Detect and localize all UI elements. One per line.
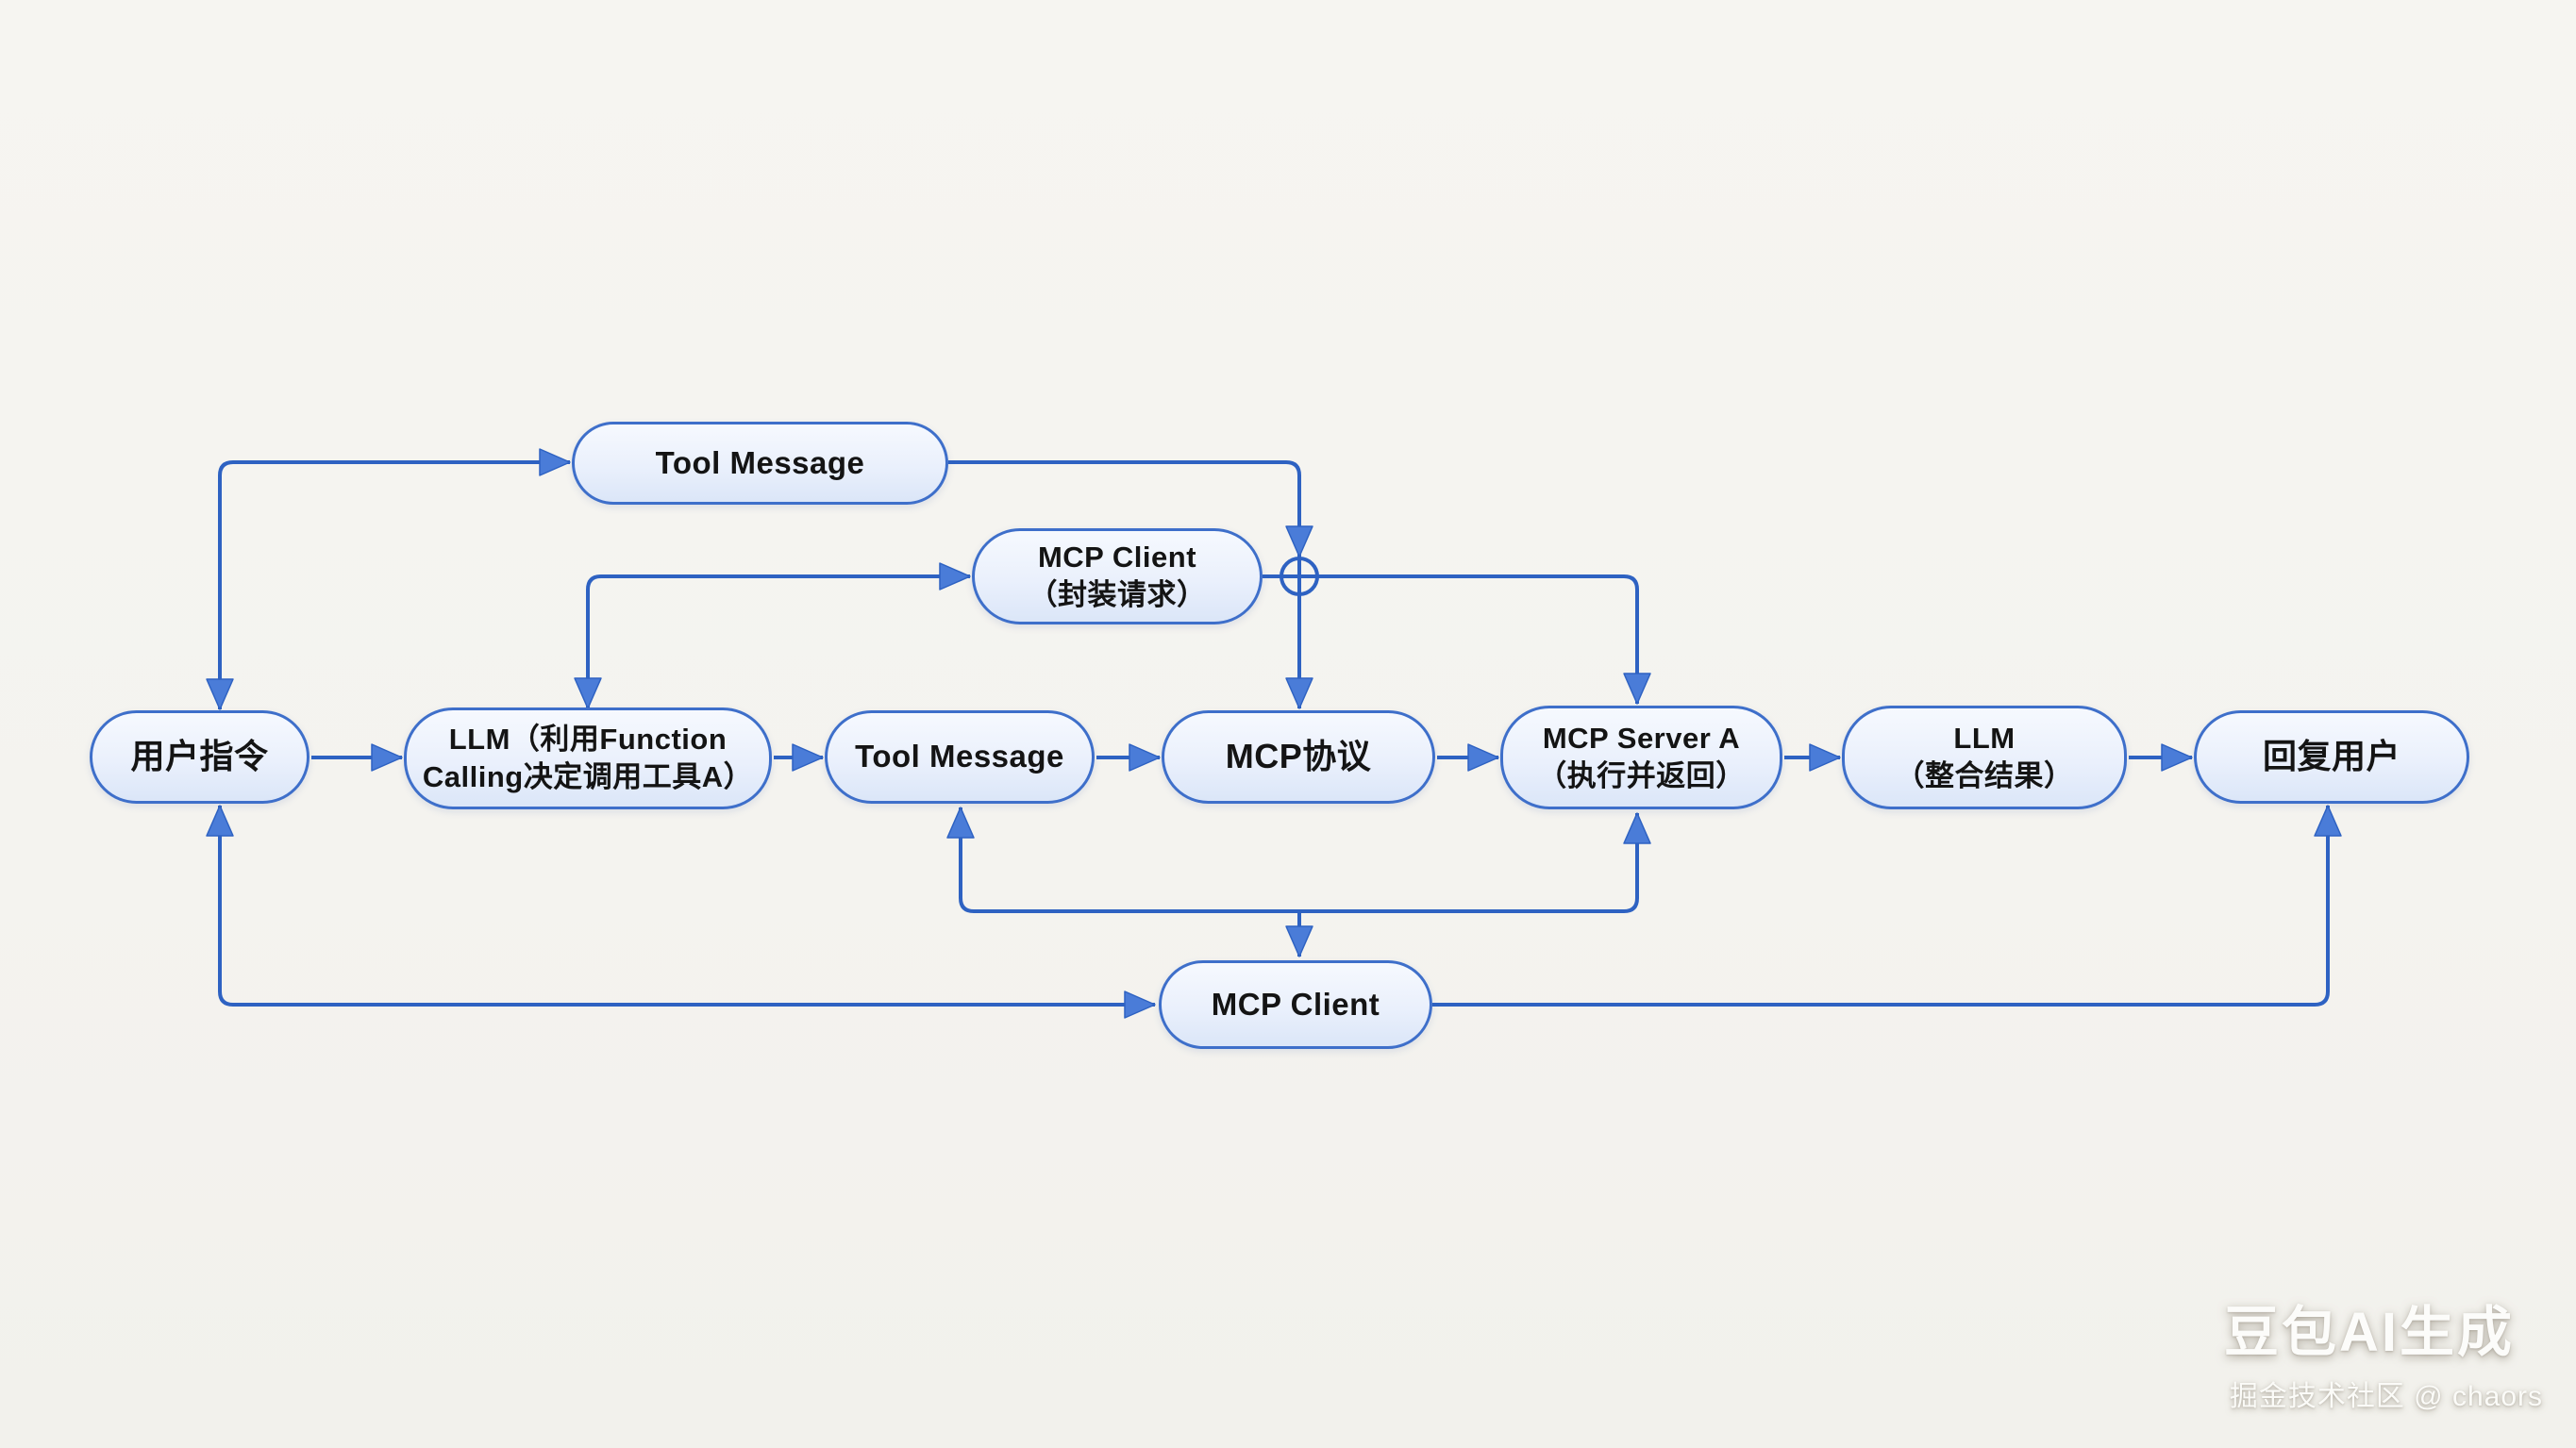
arrowhead-right [1124, 990, 1156, 1019]
arrowhead-down [206, 678, 234, 710]
node-label: （执行并返回） [1537, 759, 1746, 792]
edge-mcpclient-wrap-to-mcp-server [1263, 574, 1639, 704]
edge-mcpclient-bottom-to-reply [1432, 806, 2330, 1007]
arrowhead-down [574, 677, 602, 709]
node-label: LLM（利用Function [448, 723, 728, 757]
edge-toolmessage-top-to-mcp-protocol [948, 460, 1301, 708]
arrowhead-right [2161, 743, 2193, 772]
node-mcp-protocol: MCP协议 [1162, 710, 1435, 804]
node-label: （封装请求） [1028, 578, 1207, 611]
arrowhead-down [1285, 525, 1313, 558]
arrowhead-up [206, 805, 234, 837]
node-mcp-client-wrap: MCP Client （封装请求） [972, 528, 1263, 624]
arrowhead-up [1623, 812, 1651, 844]
node-mcp-server-a: MCP Server A（执行并返回） [1500, 706, 1782, 809]
node-user-command: 用户指令 [90, 710, 309, 804]
arrowhead-right [1809, 743, 1841, 772]
arrowhead-right [539, 448, 571, 476]
arrowhead-down [1285, 677, 1313, 709]
node-label: LLM [1953, 722, 2016, 756]
node-label: Calling决定调用工具A） [422, 760, 754, 793]
node-label: MCP Client [1037, 541, 1197, 574]
node-label: MCP Server A [1542, 722, 1741, 756]
node-label: MCP Client [1211, 986, 1380, 1022]
arrowhead-right [939, 562, 971, 591]
arrowhead-right [792, 743, 824, 772]
arrowhead-up [946, 807, 975, 839]
arrowhead-right [371, 743, 403, 772]
edge-user-to-mcpclient-bottom [218, 806, 1155, 1007]
arrowhead-down [1285, 925, 1313, 957]
node-label: （整合结果） [1895, 759, 2074, 792]
junction-circle [1280, 557, 1319, 596]
arrowhead-right [1129, 743, 1161, 772]
arrowhead-down [1623, 673, 1651, 705]
node-reply-user: 回复用户 [2194, 710, 2469, 804]
arrowhead-up [2314, 805, 2342, 837]
node-tool-message-top: Tool Message [572, 422, 948, 505]
node-label: MCP协议 [1225, 737, 1372, 776]
node-label: 用户指令 [130, 737, 269, 776]
node-mcp-client-bottom: MCP Client [1159, 960, 1432, 1049]
node-label: Tool Message [655, 444, 865, 480]
node-label: 回复用户 [2262, 737, 2400, 776]
arrowhead-right [1467, 743, 1499, 772]
node-label: Tool Message [855, 739, 1064, 774]
edge-user-to-toolmessage-top [218, 460, 570, 709]
edge-server-feedback-loop [959, 807, 1639, 913]
node-llm-aggregate: LLM（整合结果） [1842, 706, 2127, 809]
node-tool-message-main: Tool Message [825, 710, 1095, 804]
edge-llm-to-mcpclient-wrap [586, 574, 970, 708]
